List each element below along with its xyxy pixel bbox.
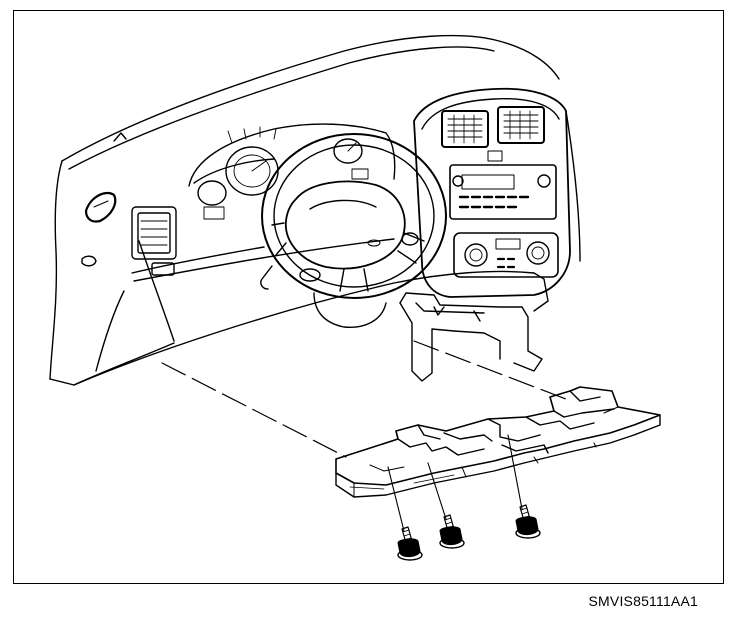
lower-trim-panel — [335, 386, 661, 498]
fastener-leaders — [387, 434, 523, 532]
steering-wheel — [260, 133, 447, 328]
figure-caption: SMVIS85111AA1 — [588, 593, 698, 609]
screw-fastener-3 — [515, 504, 541, 539]
alignment-lines — [161, 340, 567, 458]
instrument-panel-diagram — [49, 34, 661, 561]
screw-fastener-1 — [397, 526, 423, 561]
instrument-cluster — [188, 123, 396, 220]
center-console — [413, 87, 581, 312]
illustration-frame — [13, 10, 724, 584]
dashboard-assembly — [49, 34, 560, 386]
screw-fastener-2 — [439, 514, 465, 549]
support-bracket — [399, 292, 543, 382]
